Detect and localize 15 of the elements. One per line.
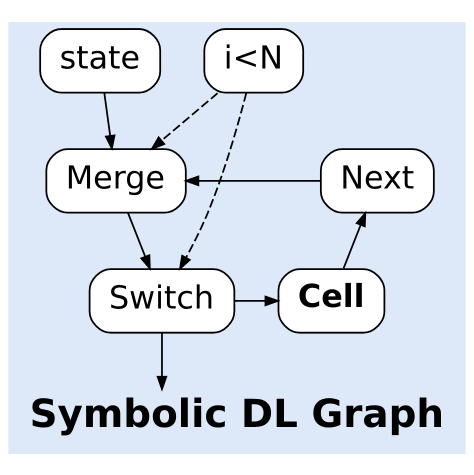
arrow: [156, 332, 168, 392]
arrow: [127, 212, 151, 270]
node-box: Switch: [88, 268, 236, 334]
diagram-title: Symbolic DL Graph: [30, 391, 444, 436]
node-box: i<N: [203, 28, 304, 93]
node-box: state: [39, 28, 162, 93]
arrow: [183, 174, 321, 186]
arrow: [178, 92, 248, 270]
node-box: Merge: [45, 148, 187, 214]
node-box: Next: [320, 148, 435, 214]
arrow: [103, 92, 116, 150]
arrow: [234, 294, 280, 306]
arrow: [150, 92, 218, 150]
arrow: [342, 210, 366, 268]
node-box: Cell: [278, 268, 386, 334]
